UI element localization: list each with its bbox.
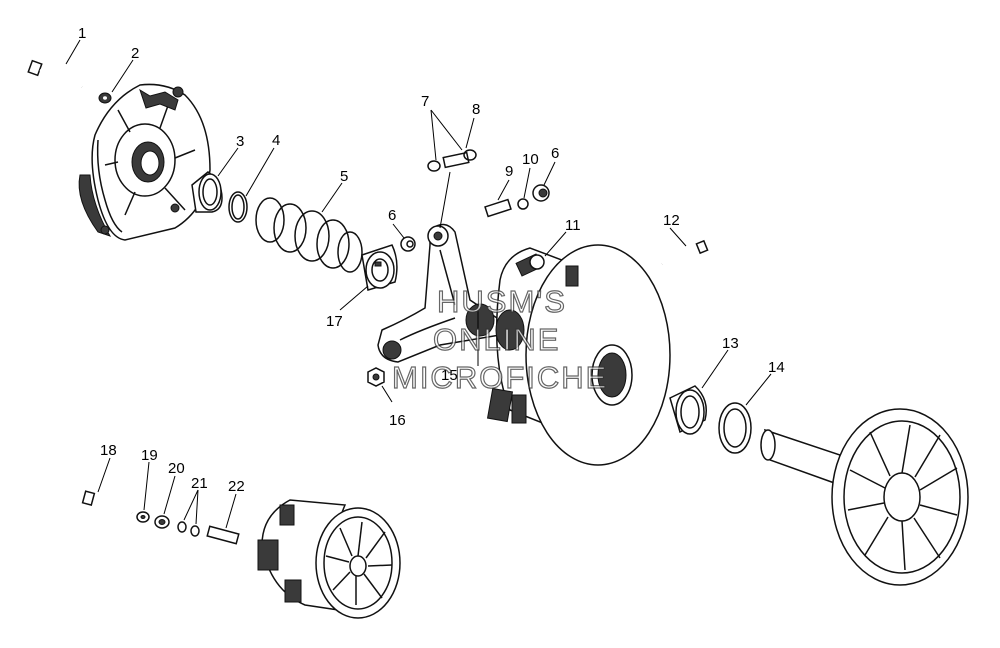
part-clutch-assembly xyxy=(257,499,401,619)
part-bolt-18 xyxy=(81,490,133,515)
part-washer-20 xyxy=(154,515,170,529)
callout-22: 22 xyxy=(228,478,245,495)
callout-14: 14 xyxy=(768,359,785,376)
part-movable-sheave xyxy=(486,244,671,466)
callout-4: 4 xyxy=(272,132,280,149)
part-sleeve-22 xyxy=(206,525,240,545)
part-oring-21 xyxy=(177,521,200,537)
callout-2: 2 xyxy=(131,45,139,62)
callout-6-right: 6 xyxy=(551,145,559,162)
part-spring-cup-17 xyxy=(361,244,398,291)
part-bushing-13 xyxy=(669,385,707,435)
callout-12: 12 xyxy=(663,212,680,229)
part-bushing-3 xyxy=(191,171,223,213)
callout-18: 18 xyxy=(100,442,117,459)
watermark-line-1: HUSM'S xyxy=(437,284,567,319)
callout-17: 17 xyxy=(326,313,343,330)
callout-20: 20 xyxy=(168,460,185,477)
callout-labels: 1 2 3 4 5 6 6 7 8 9 10 11 12 13 14 15 16… xyxy=(78,25,785,495)
callout-5: 5 xyxy=(340,168,348,185)
part-roller-6a xyxy=(400,236,416,252)
callout-21: 21 xyxy=(191,475,208,492)
callout-13: 13 xyxy=(722,335,739,352)
callout-19: 19 xyxy=(141,447,158,464)
part-cam-arm xyxy=(377,223,501,363)
callout-6-left: 6 xyxy=(388,207,396,224)
callout-16: 16 xyxy=(389,412,406,429)
part-pin-9 xyxy=(484,198,512,218)
callout-3: 3 xyxy=(236,133,244,150)
callout-15: 15 xyxy=(441,367,458,384)
watermark-line-3: MICROFICHE xyxy=(392,360,608,395)
callout-11: 11 xyxy=(565,217,581,234)
part-bolt-1 xyxy=(27,59,83,89)
part-ring-14 xyxy=(718,402,752,454)
part-fixed-sheave xyxy=(760,408,969,586)
callout-10: 10 xyxy=(522,151,539,168)
part-spring-5 xyxy=(255,197,363,273)
callout-9: 9 xyxy=(505,163,513,180)
callout-7: 7 xyxy=(421,93,429,110)
part-roller-6b xyxy=(532,184,550,202)
part-washer-19 xyxy=(136,511,150,523)
part-nut-16 xyxy=(367,367,385,387)
part-cover-plate xyxy=(78,83,211,241)
part-washer-2 xyxy=(98,92,112,104)
watermark-line-2: ONLINE xyxy=(433,322,560,357)
callout-1: 1 xyxy=(78,25,86,42)
leader-lines xyxy=(65,39,772,529)
callout-8: 8 xyxy=(472,101,480,118)
part-washer-10 xyxy=(517,198,529,210)
watermark: HUSM'S ONLINE MICROFICHE xyxy=(391,283,608,395)
part-pin-7-8 xyxy=(427,149,477,172)
part-bolt-12 xyxy=(661,239,709,266)
part-snap-ring-4 xyxy=(228,191,248,223)
